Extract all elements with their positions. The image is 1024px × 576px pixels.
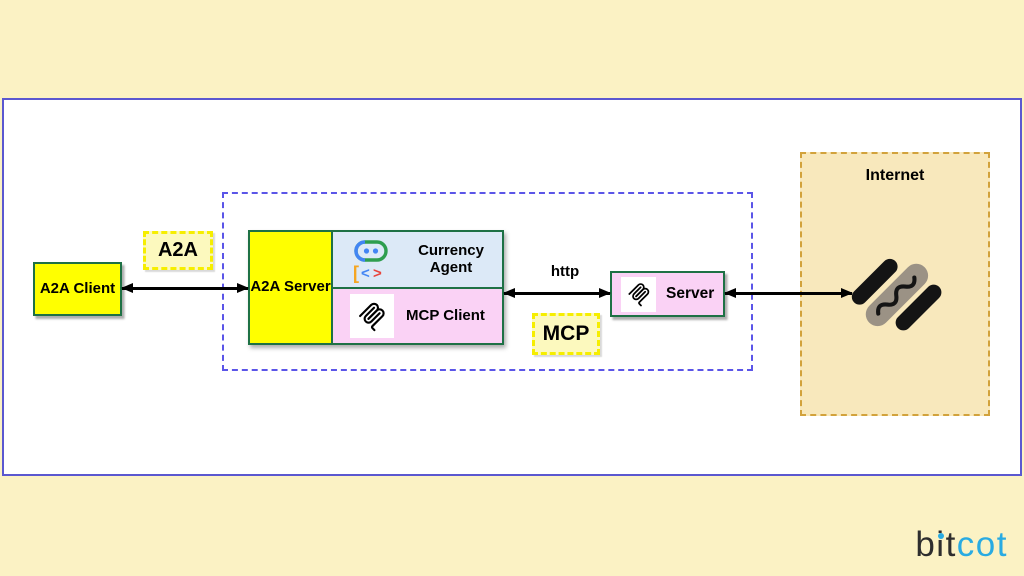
a2a-server-label: A2A Server: [250, 278, 331, 296]
logo-i-dot: [937, 533, 944, 540]
arrow-http-mcp: [504, 292, 610, 295]
http-label: http: [550, 263, 580, 280]
mcp-tag-label: MCP: [542, 322, 590, 345]
frankfurter-hotdog-icon: [851, 252, 942, 334]
mcp-server-box: Server: [610, 271, 725, 317]
a2a-client-box: A2A Client: [33, 262, 122, 316]
mcp-server-label: Server: [666, 285, 715, 303]
a2a-client-label: A2A Client: [39, 279, 116, 297]
internet-title: Internet: [865, 167, 925, 184]
arrow-a2a-client-to-server: [122, 287, 248, 290]
a2a-server-box: A2A Server: [248, 230, 333, 345]
arrow-server-to-internet: [725, 292, 852, 295]
svg-text:>: >: [373, 265, 382, 282]
bitcot-logo: bitcot: [915, 527, 1008, 562]
mcp-logo-icon: [621, 276, 656, 312]
mcp-logo-icon: [350, 294, 394, 338]
bitcot-logo-part2: cot: [956, 525, 1008, 564]
svg-text:<: <: [361, 265, 370, 282]
a2a-protocol-tag: A2A: [143, 231, 213, 270]
mcp-client-box: MCP Client: [331, 287, 504, 345]
a2a-agent-robot-icon: [ < >: [353, 239, 390, 283]
mcp-client-label: MCP Client: [406, 306, 485, 324]
server-group: A2A Server [ < > Currency Agent: [248, 230, 504, 345]
a2a-server-dashed-group: [222, 192, 753, 371]
mcp-protocol-tag: MCP: [532, 313, 600, 355]
bitcot-logo-part1: bit: [915, 525, 957, 564]
currency-agent-box: [ < > Currency Agent: [331, 230, 504, 289]
a2a-tag-label: A2A: [157, 239, 198, 261]
svg-text:[: [: [353, 263, 359, 283]
currency-agent-label: Currency Agent: [418, 242, 484, 276]
